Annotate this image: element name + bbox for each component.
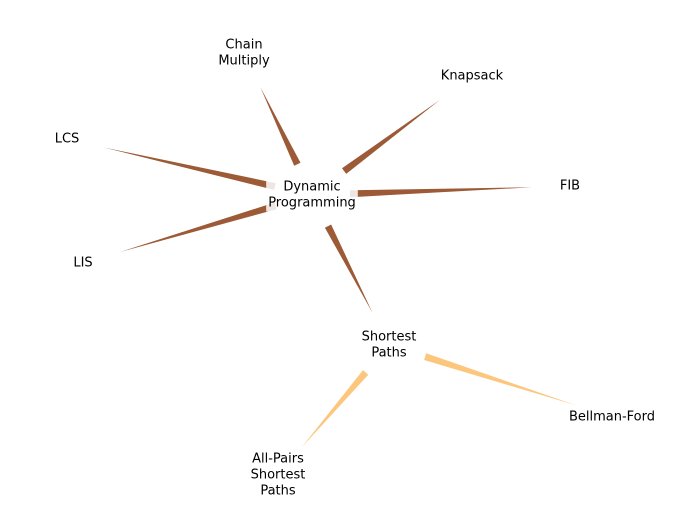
node-label-background	[438, 67, 506, 85]
node-label-background	[248, 450, 308, 500]
edge-dp-to-fib	[349, 187, 532, 198]
node-label-line: FIB	[560, 179, 580, 194]
node-label-background	[557, 177, 583, 195]
node-label-line: Dynamic	[283, 180, 340, 195]
node-label-background	[71, 254, 95, 272]
node-bf: Bellman-Ford	[566, 408, 658, 426]
node-label-line: Programming	[268, 196, 356, 211]
edge-dp-to-sp	[324, 224, 373, 313]
edge-sp-to-apsp	[301, 370, 369, 448]
node-label-line: Bellman-Ford	[569, 410, 655, 425]
edge-sp-to-bf	[424, 353, 576, 406]
node-lis: LIS	[71, 254, 95, 272]
node-label-line: Shortest	[251, 468, 306, 483]
edge-dp-to-knapsack	[342, 99, 440, 174]
node-label-background	[216, 36, 272, 70]
node-label-line: LIS	[73, 256, 92, 271]
node-label-background	[52, 130, 82, 148]
edges-layer	[104, 87, 576, 448]
node-fib: FIB	[557, 177, 583, 195]
node-label-background	[359, 328, 419, 362]
node-label-line: All-Pairs	[252, 452, 304, 467]
edge-dp-to-chain	[260, 87, 301, 166]
node-label-line: Multiply	[218, 54, 270, 69]
node-label-line: Chain	[225, 38, 262, 53]
edge-dp-to-lcs	[104, 147, 276, 190]
node-label-line: LCS	[55, 132, 80, 147]
edge-dp-to-lis	[119, 202, 277, 253]
node-knapsack: Knapsack	[438, 67, 506, 85]
node-label-line: Knapsack	[441, 69, 504, 84]
node-label-background	[566, 408, 658, 426]
node-label-line: Paths	[260, 484, 296, 499]
node-label-line: Shortest	[362, 330, 417, 345]
node-label-background	[266, 178, 358, 212]
node-lcs: LCS	[52, 130, 82, 148]
node-label-line: Paths	[371, 346, 407, 361]
